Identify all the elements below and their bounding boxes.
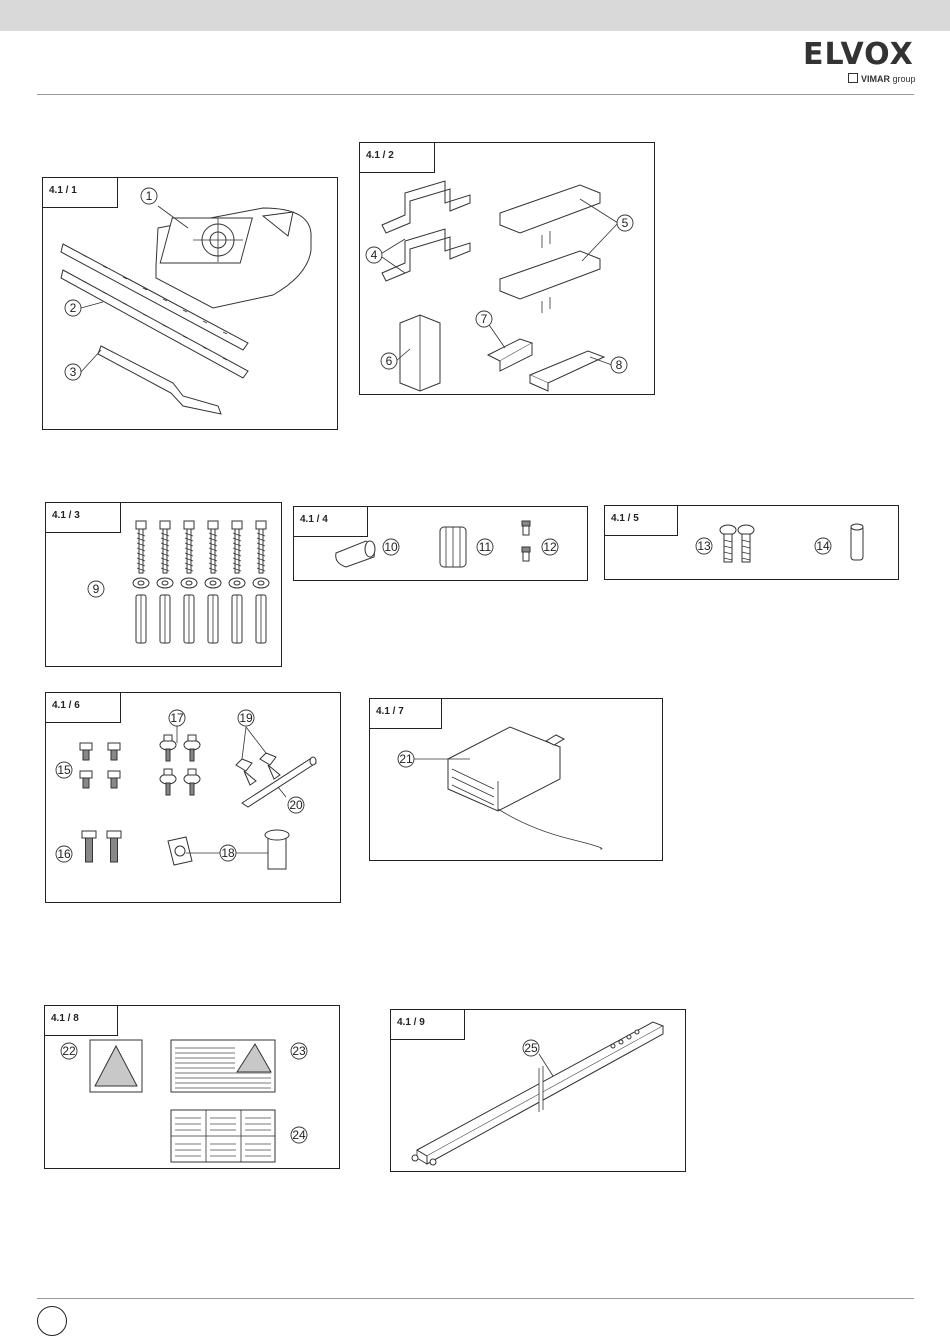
callout-19: 19 — [239, 711, 253, 725]
callout-4: 4 — [371, 248, 378, 262]
callout-16: 16 — [57, 847, 71, 861]
callout-9: 9 — [93, 582, 100, 596]
footer-rule — [37, 1298, 914, 1299]
figure-4-1-1: 4.1 / 1 1 2 3 — [42, 177, 338, 430]
callout-21: 21 — [399, 752, 413, 766]
figure-4-1-6: 4.1 / 6 17 19 15 20 16 18 — [45, 692, 341, 903]
motor-unit-drawing: 1 2 3 — [43, 178, 339, 431]
callout-11: 11 — [479, 540, 492, 554]
vimar-mark-icon — [848, 73, 858, 83]
bolts-fittings-drawing: 17 19 15 20 16 18 — [46, 693, 342, 904]
screws-pin-drawing: 13 14 — [605, 506, 900, 581]
brackets-drawing: 4 5 6 7 8 — [360, 143, 656, 396]
callout-2: 2 — [70, 301, 77, 315]
figure-4-1-3: 4.1 / 3 9 — [45, 502, 282, 667]
figure-4-1-9: 4.1 / 9 25 — [390, 1009, 686, 1172]
callout-20: 20 — [289, 798, 303, 812]
callout-5: 5 — [622, 216, 629, 230]
callout-6: 6 — [386, 354, 393, 368]
figure-4-1-8: 4.1 / 8 22 23 24 — [44, 1005, 340, 1169]
callout-22: 22 — [62, 1044, 76, 1058]
spacers-drawing: 10 11 12 — [294, 507, 589, 582]
callout-14: 14 — [816, 539, 830, 553]
callout-1: 1 — [146, 189, 153, 203]
figure-4-1-2: 4.1 / 2 4 5 6 7 8 — [359, 142, 655, 395]
callout-13: 13 — [697, 539, 711, 553]
callout-3: 3 — [70, 365, 77, 379]
callout-18: 18 — [221, 846, 235, 860]
brand-sub-name: VIMAR — [861, 74, 890, 84]
figure-4-1-5: 4.1 / 5 13 14 — [604, 505, 899, 580]
callout-10: 10 — [384, 540, 398, 554]
brand-logo: ELVOX VIMAR group — [803, 40, 913, 86]
rail-drawing: 25 — [391, 1010, 687, 1173]
callout-23: 23 — [292, 1044, 306, 1058]
callout-7: 7 — [481, 312, 488, 326]
figure-4-1-4: 4.1 / 4 10 11 12 — [293, 506, 588, 581]
callout-12: 12 — [543, 540, 557, 554]
callout-17: 17 — [170, 711, 184, 725]
brand-sub: VIMAR group — [848, 73, 916, 84]
callout-8: 8 — [616, 358, 623, 372]
callout-15: 15 — [57, 763, 71, 777]
brand-sub-suffix: group — [893, 74, 916, 84]
callout-24: 24 — [292, 1128, 306, 1142]
brand-name: ELVOX — [803, 40, 914, 70]
figure-4-1-7: 4.1 / 7 21 — [369, 698, 663, 861]
top-bar — [0, 0, 950, 31]
screws-anchors-drawing: 9 — [46, 503, 283, 668]
callout-25: 25 — [524, 1041, 538, 1055]
control-unit-drawing: 21 — [370, 699, 664, 862]
warning-labels-drawing: 22 23 24 — [45, 1006, 341, 1170]
header-rule — [37, 94, 914, 95]
page-number-marker — [37, 1306, 67, 1336]
